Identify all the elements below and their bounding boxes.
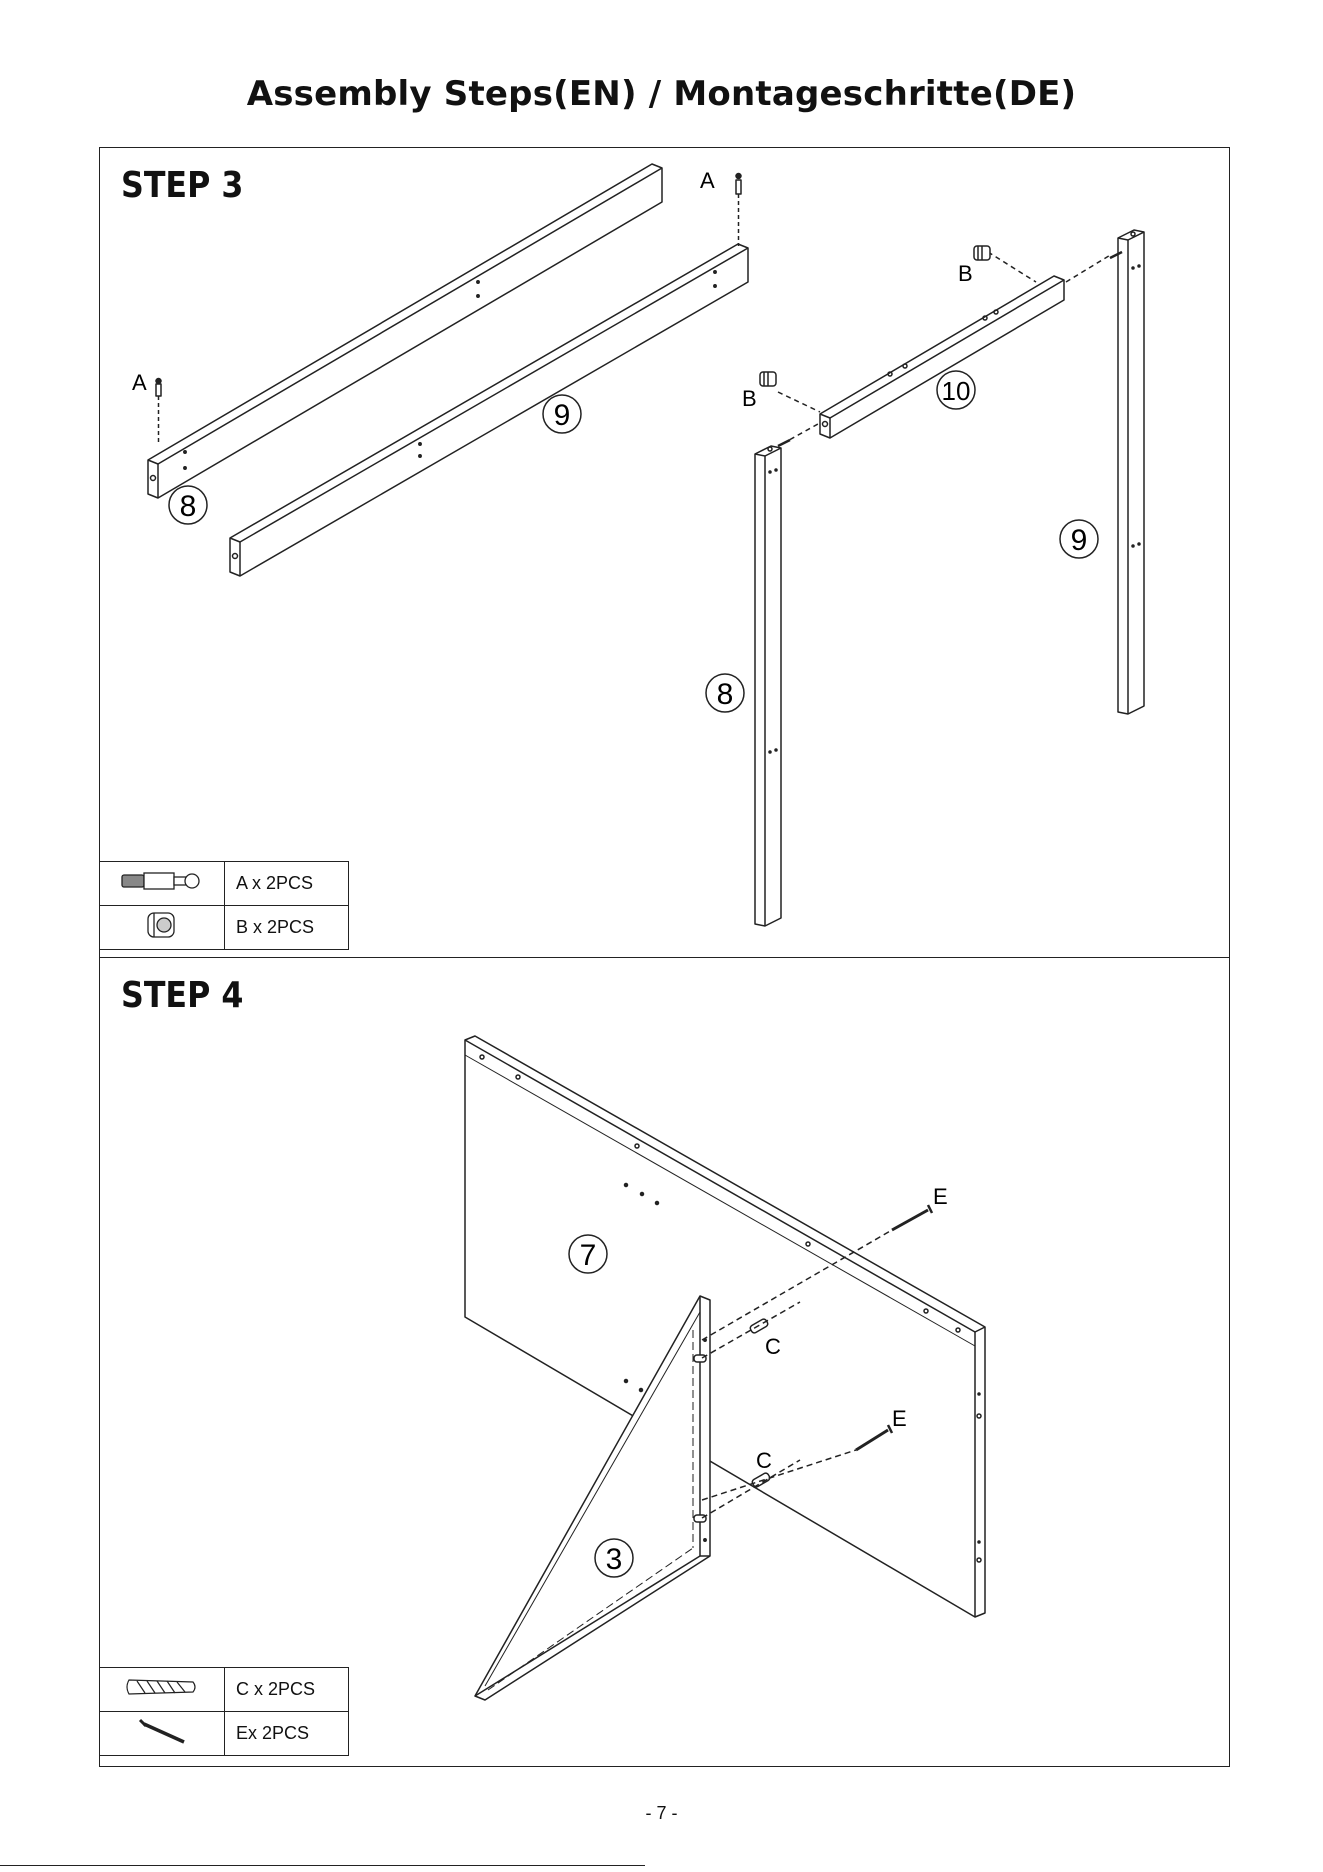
page-number: - 7 - — [0, 1803, 1323, 1824]
leg-9-drawing — [1118, 230, 1144, 714]
part-number-9-rail: 9 — [554, 399, 571, 432]
cam-nut-b-right — [974, 246, 990, 260]
hardware-row-e: Ex 2PCS — [100, 1712, 349, 1756]
step-3-hardware-table: A x 2PCS B x 2PCS — [99, 861, 349, 950]
leg-8-drawing — [755, 446, 781, 926]
cam-lock-nut-icon — [142, 910, 182, 940]
cam-nut-b-left — [760, 372, 776, 386]
callout-b-right: B — [958, 261, 973, 286]
hardware-qty-c: C x 2PCS — [225, 1668, 349, 1712]
callout-e-upper: E — [933, 1184, 948, 1209]
callout-a-top: A — [700, 168, 715, 193]
wooden-dowel-icon — [125, 1676, 199, 1698]
callout-b-left: B — [742, 386, 757, 411]
screw-e-upper — [892, 1205, 932, 1230]
hardware-qty-a: A x 2PCS — [225, 862, 349, 906]
panel-7-drawing — [465, 1036, 985, 1617]
callout-c-upper: C — [765, 1334, 781, 1359]
callout-e-lower: E — [892, 1406, 907, 1431]
part-number-7-panel: 7 — [580, 1239, 597, 1272]
part-number-8-leg: 8 — [717, 678, 734, 711]
callout-a-left: A — [132, 370, 147, 395]
crossbar-10-drawing — [820, 276, 1064, 438]
hardware-row-c: C x 2PCS — [100, 1668, 349, 1712]
hardware-row-b: B x 2PCS — [100, 906, 349, 950]
part-number-8-rail: 8 — [180, 490, 197, 523]
cam-bolt-icon — [120, 869, 204, 893]
hardware-row-a: A x 2PCS — [100, 862, 349, 906]
hardware-qty-e: Ex 2PCS — [225, 1712, 349, 1756]
hardware-qty-b: B x 2PCS — [225, 906, 349, 950]
screw-icon — [132, 1716, 192, 1746]
part-number-9-leg: 9 — [1071, 524, 1088, 557]
callout-c-lower: C — [756, 1448, 772, 1473]
bolt-a-left — [156, 379, 161, 445]
part-number-3-panel: 3 — [606, 1543, 623, 1576]
step-4-hardware-table: C x 2PCS Ex 2PCS — [99, 1667, 349, 1756]
part-number-10-crossbar: 10 — [942, 376, 971, 406]
bolt-a-top — [736, 174, 741, 247]
footer-rule — [0, 1865, 645, 1866]
